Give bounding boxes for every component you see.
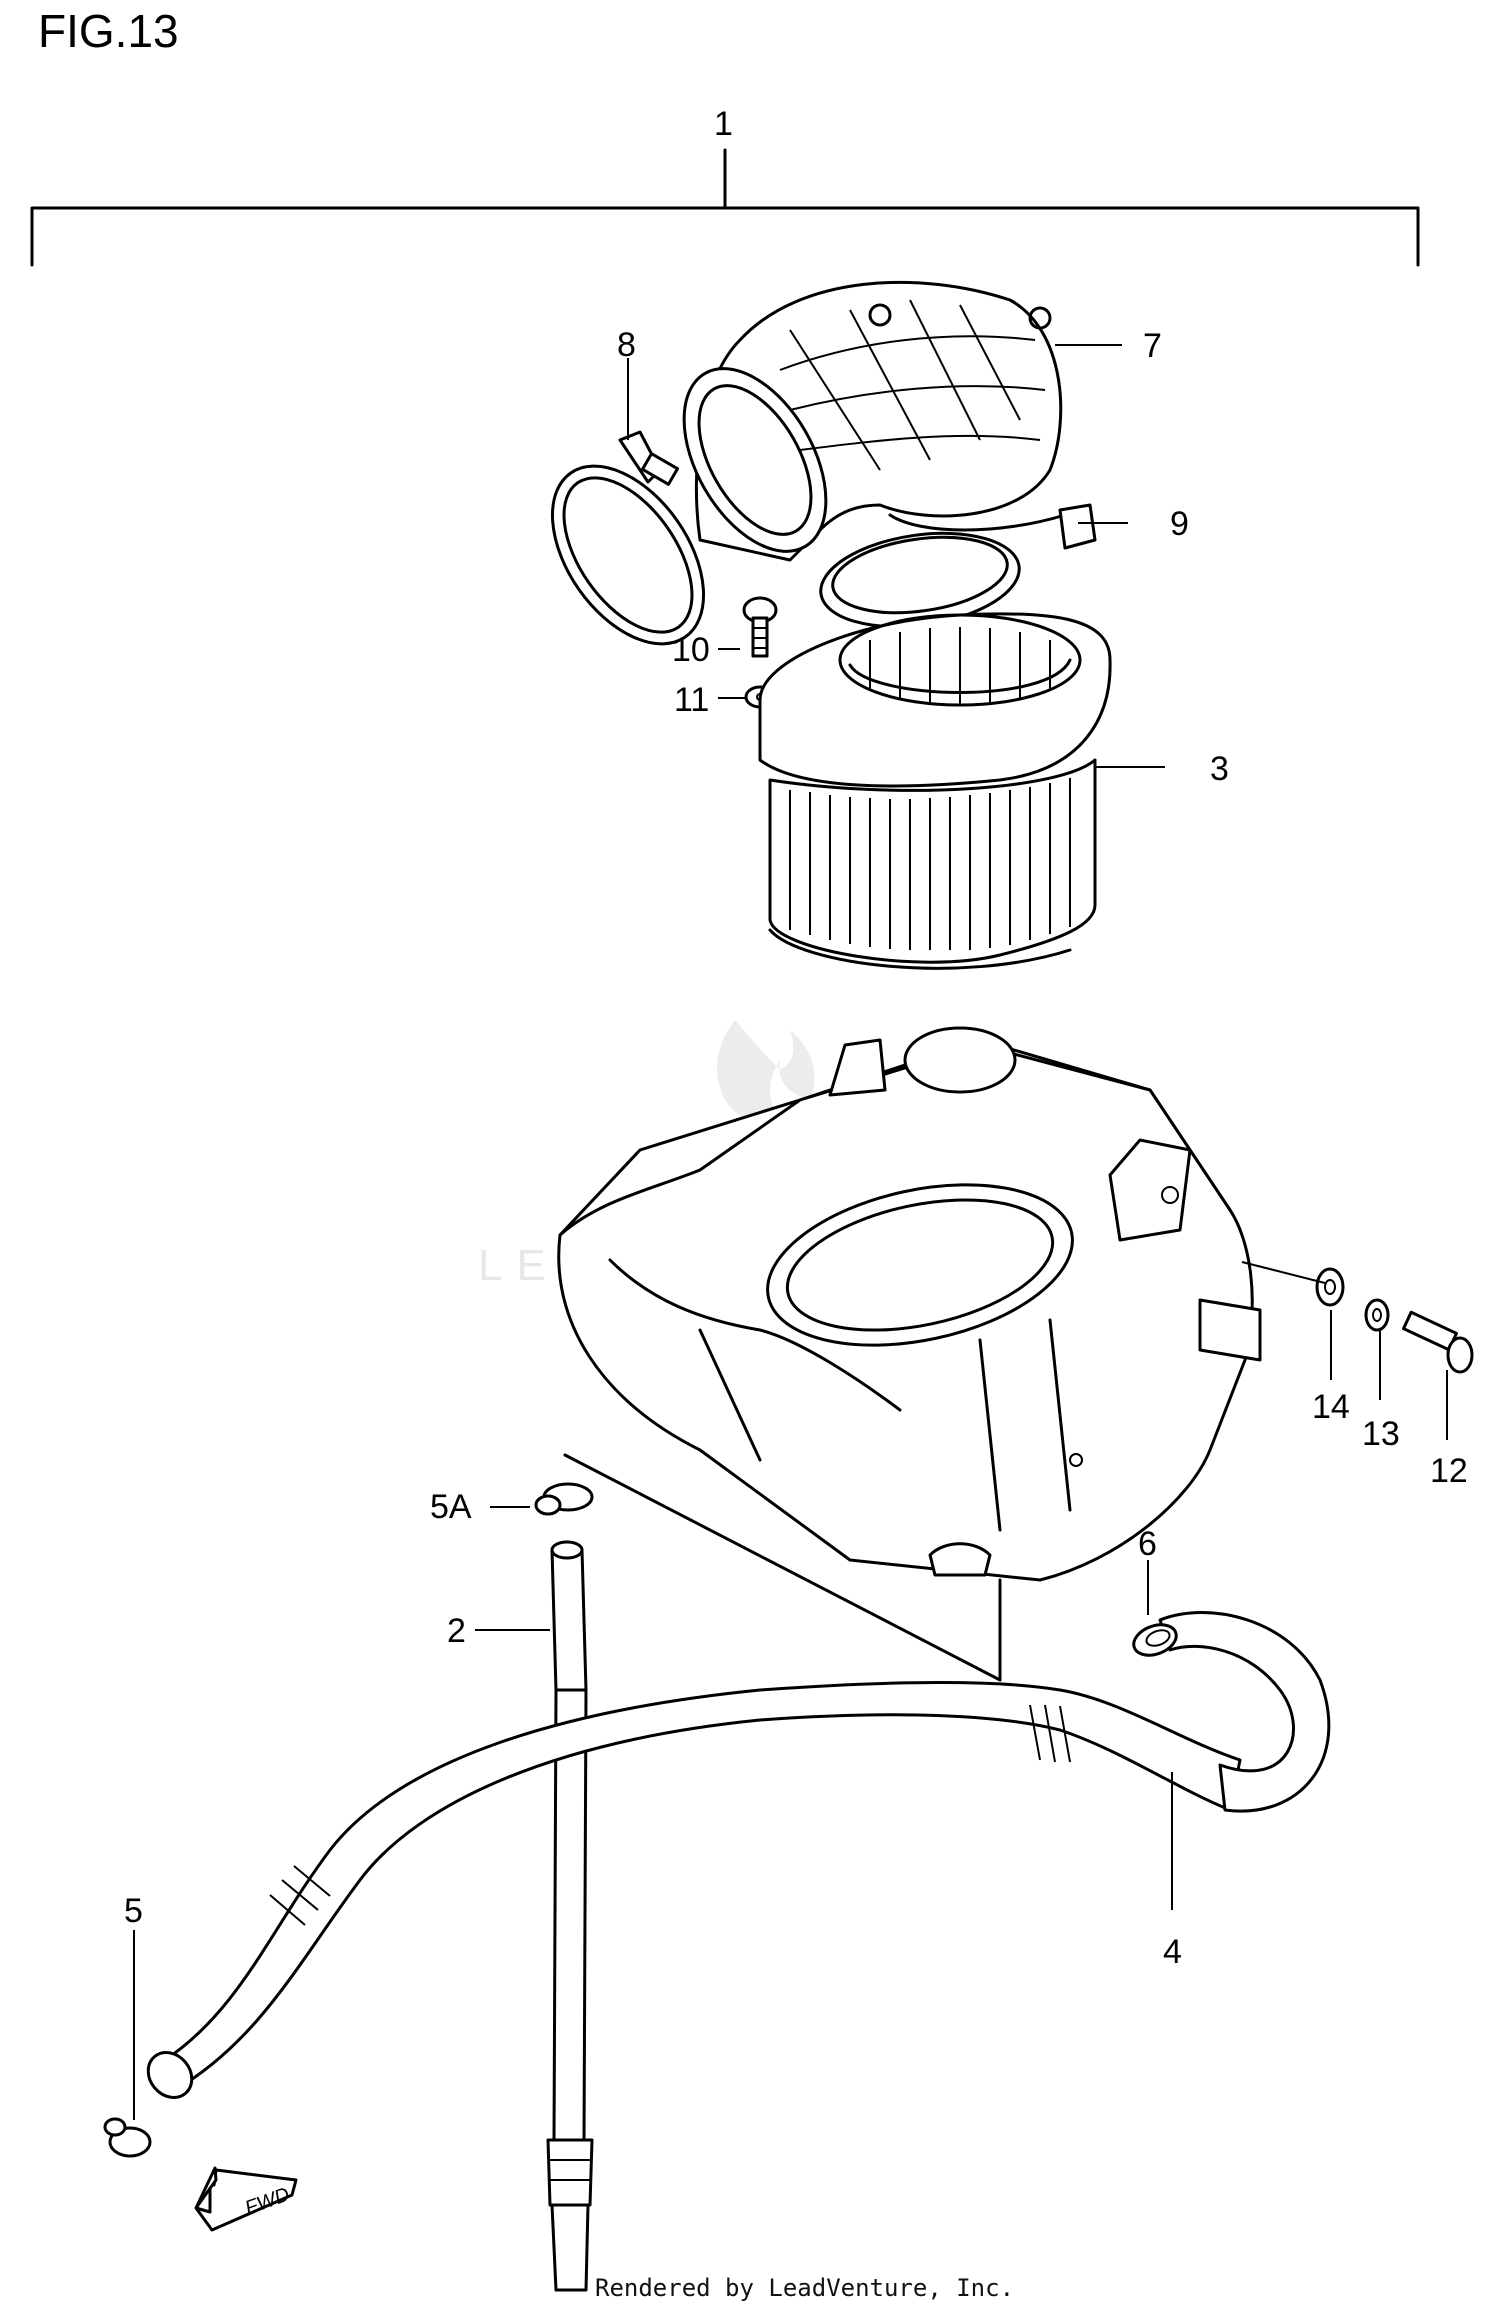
- part-2-drain-tube: [546, 1540, 594, 2292]
- callout-6: 6: [1138, 1525, 1157, 1563]
- callout-3: 3: [1210, 750, 1229, 788]
- part-4-drain-hose: [146, 1611, 1331, 2099]
- callout-5: 5: [124, 1892, 143, 1930]
- part-5-cap: [103, 2117, 152, 2158]
- callout-11: 11: [674, 681, 709, 719]
- part-10-screw: [742, 596, 778, 658]
- callout-10: 10: [672, 631, 710, 669]
- callout-8: 8: [617, 326, 636, 364]
- callout-4: 4: [1163, 1933, 1182, 1971]
- callout-14: 14: [1312, 1388, 1350, 1426]
- part-7-intake-boot: [682, 280, 1067, 562]
- part-12-bolt: [1402, 1310, 1474, 1374]
- callout-9: 9: [1170, 505, 1189, 543]
- callout-5a: 5A: [430, 1488, 472, 1526]
- part-8-clamp: [550, 430, 706, 646]
- callout-2: 2: [447, 1612, 466, 1650]
- part-3-filter-element: [758, 612, 1112, 970]
- render-credit: Rendered by LeadVenture, Inc.: [595, 2274, 1015, 2302]
- part-5a-cap: [534, 1482, 594, 1516]
- forward-direction-arrow: FWD: [194, 2166, 298, 2232]
- callout-1: 1: [714, 105, 733, 143]
- callout-labels: 1 2 3 4 5 5A 6 7 8 9 10 11 12 13 14: [124, 105, 1468, 1971]
- air-box-case: [557, 1026, 1262, 1682]
- part-9-clamp: [819, 503, 1097, 629]
- callout-7: 7: [1143, 327, 1162, 365]
- assembly-bracket: [30, 148, 1420, 267]
- part-13-washer: [1364, 1298, 1390, 1332]
- callout-12: 12: [1430, 1452, 1468, 1490]
- figure-title: FIG.13: [38, 5, 179, 57]
- callout-13: 13: [1362, 1415, 1400, 1453]
- part-14-washer: [1315, 1267, 1345, 1307]
- part-6-hose-clip: [1132, 1623, 1178, 1657]
- leader-lines: [133, 344, 1448, 2120]
